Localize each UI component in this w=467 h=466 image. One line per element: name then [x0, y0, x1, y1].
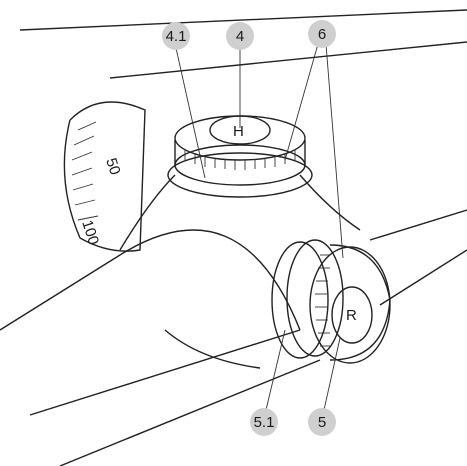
- windage-cap-letter: R: [346, 307, 357, 324]
- callout-label-4: 4: [236, 28, 244, 45]
- callout-label-4-1: 4.1: [166, 28, 187, 45]
- windage-turret: R: [271, 239, 391, 364]
- callout-4: 4: [226, 22, 254, 50]
- callout-label-5-1: 5.1: [254, 414, 275, 431]
- callout-6: 6: [308, 20, 336, 48]
- elevation-turret: H: [167, 115, 313, 198]
- callout-4-1: 4.1: [162, 22, 190, 50]
- leader-lines: [175, 43, 344, 411]
- callout-5-1: 5.1: [250, 408, 278, 436]
- callout-label-6: 6: [318, 26, 326, 43]
- scope-tube: [0, 9, 467, 466]
- callout-5: 5: [308, 408, 336, 436]
- ring-mark-50: 50: [102, 156, 123, 177]
- magnification-ring: 50 100: [63, 101, 146, 252]
- ring-mark-100: 100: [78, 218, 102, 247]
- elevation-cap-letter: H: [233, 123, 244, 140]
- callout-label-5: 5: [318, 414, 326, 431]
